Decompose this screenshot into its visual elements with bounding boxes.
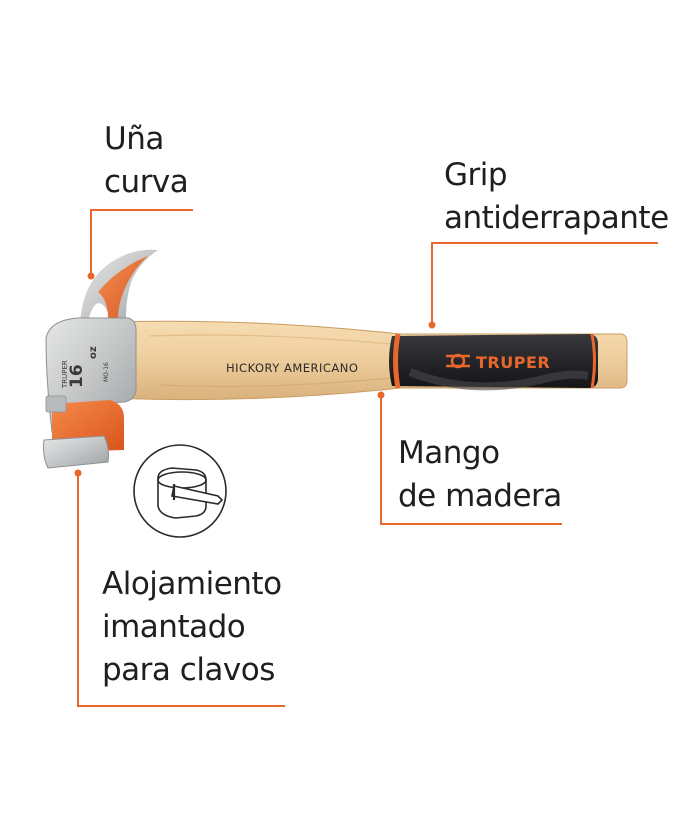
magnet-label: Alojamiento imantado para clavos — [102, 563, 282, 692]
magnet-callout-line — [77, 473, 285, 707]
grip-label-line1: Grip — [444, 157, 508, 193]
weight-value: 16 — [67, 364, 87, 388]
grip-callout-dot — [428, 321, 436, 329]
head-markings: TRUPER 16 oz MO-16 — [61, 346, 110, 389]
grip-callout-line — [431, 242, 658, 325]
callout-dots — [74, 272, 436, 477]
truper-logo-icon — [446, 353, 470, 369]
model-text: MO-16 — [103, 362, 110, 382]
striking-face — [43, 435, 109, 469]
handle-text: HICKORY AMERICANO — [226, 361, 358, 375]
handle-callout-line — [380, 395, 562, 525]
handle-label: Mango de madera — [398, 432, 562, 518]
claw-callout-line — [90, 209, 193, 276]
magnet-label-line1: Alojamiento — [102, 566, 282, 602]
handle-label-line1: Mango — [398, 435, 500, 471]
rubber-grip: TRUPER — [389, 333, 598, 391]
grip-brand-text: TRUPER — [476, 353, 550, 372]
handle-label-line2: de madera — [398, 478, 562, 514]
grip-label: Grip antiderrapante — [444, 154, 669, 240]
magnet-nail-icon — [133, 444, 227, 538]
magnet-label-line3: para clavos — [102, 652, 275, 688]
claw-callout-dot — [87, 272, 95, 280]
claw-label: Uña curva — [104, 118, 189, 204]
weight-unit: oz — [88, 346, 99, 359]
magnet-label-line2: imantado — [102, 609, 246, 645]
magnet-callout-dot — [74, 469, 82, 477]
claw-label-line1: Uña — [104, 121, 164, 157]
head-brand-text: TRUPER — [61, 360, 69, 389]
hammer-head: TRUPER 16 oz MO-16 — [43, 249, 158, 469]
grip-label-line2: antiderrapante — [444, 200, 669, 236]
handle-callout-dot — [377, 391, 385, 399]
callout-lines — [77, 209, 658, 707]
claw-label-line2: curva — [104, 164, 189, 200]
